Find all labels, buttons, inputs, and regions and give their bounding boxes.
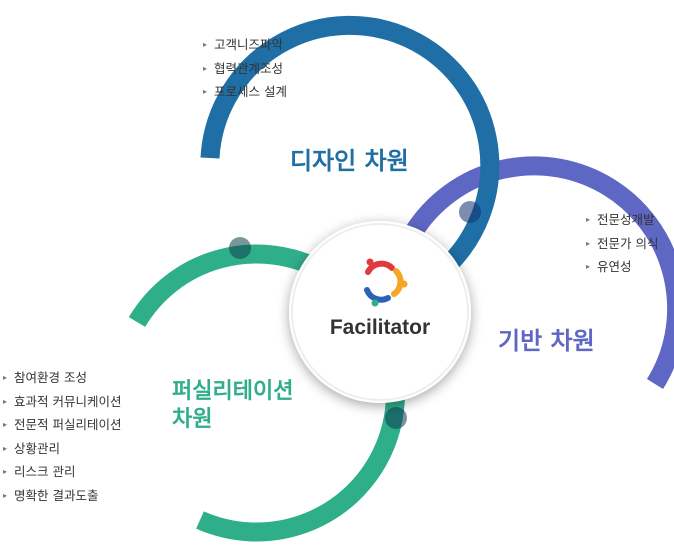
list-item: ▸ 명확한 결과도출 bbox=[2, 484, 121, 508]
design-title-line: 디자인 차원 bbox=[290, 147, 409, 175]
overlap-shade-top bbox=[459, 201, 481, 223]
facilitation-title-line-2: 차원 bbox=[172, 407, 213, 432]
design-items: ▸ 고객니즈파악 ▸ 협력관계조성 ▸ 프로세스 설계 bbox=[202, 33, 287, 104]
base-title: 기반 차원 bbox=[498, 326, 595, 356]
item-text: 효과적 커뮤니케이션 bbox=[14, 393, 122, 409]
facilitation-title-line-1: 퍼실리테이션 bbox=[172, 379, 294, 404]
item-text: 프로세스 설계 bbox=[214, 84, 287, 99]
bullet-icon: ▸ bbox=[586, 215, 591, 224]
facilitator-logo-icon bbox=[364, 258, 408, 307]
design-arc bbox=[200, 15, 500, 275]
overlap-shade-left bbox=[229, 237, 251, 259]
bullet-icon: ▸ bbox=[203, 63, 208, 73]
item-text: 전문가 의식 bbox=[597, 235, 659, 251]
bullet-icon: ▸ bbox=[3, 467, 8, 476]
bullet-icon: ▸ bbox=[3, 490, 8, 500]
item-text: 유연성 bbox=[597, 259, 632, 274]
item-text: 협력관계조성 bbox=[214, 60, 284, 76]
design-title: 디자인 차원 bbox=[290, 146, 409, 176]
item-text: 전문성개발 bbox=[597, 212, 655, 227]
center-label: Facilitator bbox=[329, 316, 431, 339]
facilitation-title: 퍼실리테이션 차원 bbox=[172, 378, 293, 434]
list-item: ▸ 유연성 bbox=[585, 255, 658, 279]
bullet-icon: ▸ bbox=[3, 443, 8, 453]
bullet-icon: ▸ bbox=[203, 87, 208, 96]
list-item: ▸ 효과적 커뮤니케이션 bbox=[2, 390, 121, 414]
list-item: ▸ 전문적 퍼실리테이션 bbox=[2, 413, 121, 437]
center-circle bbox=[289, 221, 471, 403]
list-item: ▸ 리스크 관리 bbox=[2, 460, 121, 484]
item-text: 상황관리 bbox=[14, 440, 61, 456]
bullet-icon: ▸ bbox=[3, 373, 8, 382]
list-item: ▸ 프로세스 설계 bbox=[202, 80, 287, 104]
item-text: 참여환경 조성 bbox=[14, 370, 87, 385]
item-text: 전문적 퍼실리테이션 bbox=[14, 417, 122, 432]
bullet-icon: ▸ bbox=[3, 396, 8, 406]
bullet-icon: ▸ bbox=[3, 420, 8, 429]
facilitation-items: ▸ 참여환경 조성 ▸ 효과적 커뮤니케이션 ▸ 전문적 퍼실리테이션 ▸ 상황관리 ▸… bbox=[2, 366, 121, 507]
list-item: ▸ 전문성개발 bbox=[585, 208, 658, 232]
base-items: ▸ 전문성개발 ▸ 전문가 의식 ▸ 유연성 bbox=[585, 208, 658, 279]
bullet-icon: ▸ bbox=[586, 262, 591, 271]
list-item: ▸ 상황관리 bbox=[2, 437, 121, 461]
list-item: ▸ 전문가 의식 bbox=[585, 232, 658, 256]
center-ring bbox=[291, 223, 469, 401]
bullet-icon: ▸ bbox=[203, 40, 208, 49]
item-text: 리스크 관리 bbox=[14, 464, 76, 479]
overlap-shade-bottom bbox=[385, 407, 407, 429]
item-text: 명확한 결과도출 bbox=[14, 487, 99, 503]
list-item: ▸ 참여환경 조성 bbox=[2, 366, 121, 390]
base-arc bbox=[404, 156, 674, 390]
item-text: 고객니즈파악 bbox=[214, 37, 284, 52]
bullet-icon: ▸ bbox=[586, 238, 591, 248]
list-item: ▸ 고객니즈파악 bbox=[202, 33, 287, 57]
list-item: ▸ 협력관계조성 bbox=[202, 57, 287, 81]
base-title-line: 기반 차원 bbox=[498, 327, 595, 355]
